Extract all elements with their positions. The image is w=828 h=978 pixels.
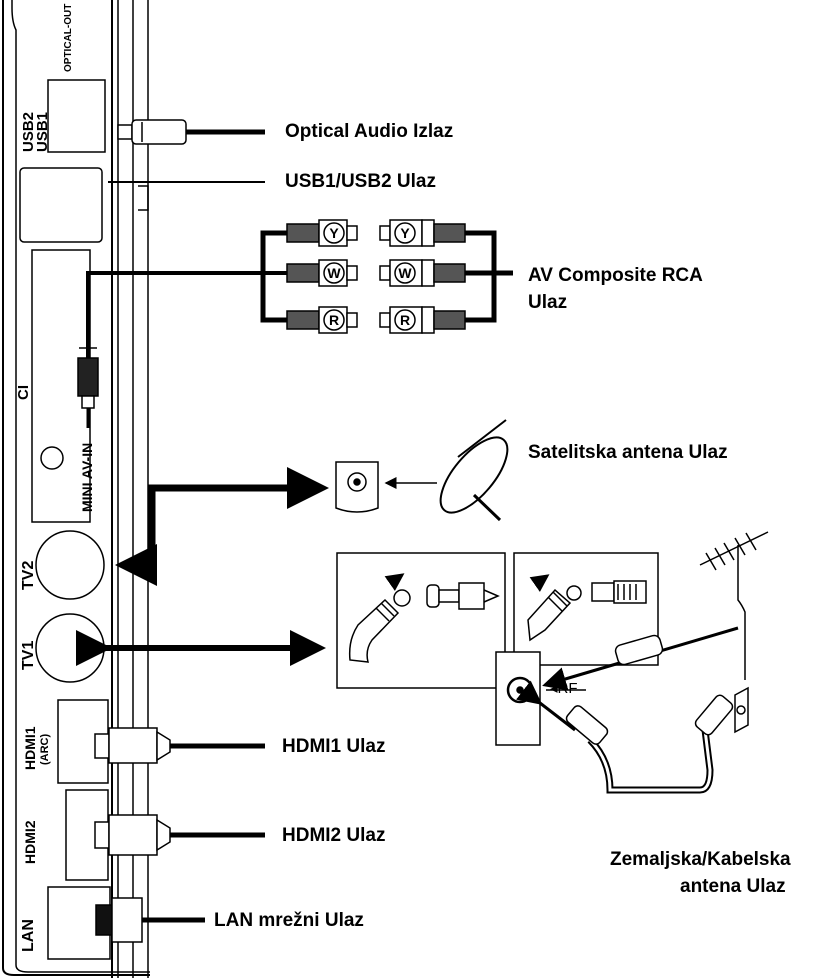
- rca-letter-w-left: W: [327, 265, 341, 281]
- rf-label: ◂RF: [550, 680, 578, 697]
- hdmi2-socket: [65, 789, 109, 881]
- av-composite-label-line2: Ulaz: [528, 292, 568, 313]
- hdmi1-plug: [94, 727, 265, 764]
- optical-out-port-label: OPTICAL-OUT: [63, 4, 74, 72]
- av-composite-label-line1: AV Composite RCA: [528, 265, 703, 286]
- hdmi2-port-label: HDMI2: [22, 820, 38, 864]
- satellite-wall-socket: [335, 461, 379, 513]
- rca-letter-badges: [323, 222, 416, 331]
- hdmi1-label: HDMI1 Ulaz: [282, 736, 386, 757]
- optical-cable: [117, 119, 265, 145]
- rf-wall-plate: [495, 651, 586, 746]
- rca-letter-w-right: W: [398, 265, 412, 281]
- usb1-port: [19, 167, 103, 243]
- hdmi2-label: HDMI2 Ulaz: [282, 825, 386, 846]
- usb1-port-label: USB1: [34, 112, 51, 152]
- terrestrial-label-line1: Zemaljska/Kabelska: [610, 849, 791, 870]
- usb2-port-label: USB2: [20, 112, 37, 152]
- terrestrial-label-line2: antena Ulaz: [680, 876, 786, 897]
- mini-av-in-port-label: MINI AV-IN: [79, 443, 95, 512]
- tv2-satellite-cable: [115, 467, 329, 586]
- ci-port-label: CI: [15, 385, 32, 400]
- usb-label: USB1/USB2 Ulaz: [285, 171, 436, 192]
- hdmi1-arc-label: (ARC): [39, 734, 51, 765]
- optical-audio-label: Optical Audio Izlaz: [285, 121, 454, 142]
- hdmi2-plug: [94, 814, 265, 856]
- device-back-panel: [2, 0, 150, 978]
- hdmi1-port-label: HDMI1: [22, 726, 38, 770]
- mini-av-plug: [77, 347, 99, 428]
- rca-letter-r-right: R: [400, 312, 410, 328]
- tv1-socket: [35, 613, 105, 683]
- tv1-port-label: TV1: [20, 641, 37, 670]
- rca-letter-y-right: Y: [400, 225, 410, 241]
- hdmi1-socket: [57, 699, 109, 784]
- tv2-port-label: TV2: [20, 561, 37, 590]
- rca-letter-y-left: Y: [329, 225, 339, 241]
- lan-port-label: LAN: [20, 919, 37, 952]
- rca-plugs: [286, 219, 466, 334]
- lan-plug: [95, 897, 205, 943]
- rca-letter-r-left: R: [329, 312, 339, 328]
- plug-illustration-left: [336, 552, 506, 689]
- aerial-wall-socket: [734, 686, 749, 734]
- roof-antenna-icon: [699, 531, 769, 680]
- tv2-socket: [35, 530, 105, 600]
- satellite-label: Satelitska antena Ulaz: [528, 442, 728, 463]
- usb2-port: [47, 79, 106, 153]
- lan-label: LAN mrežni Ulaz: [214, 910, 364, 931]
- satellite-dish-icon: [439, 419, 509, 522]
- mini-av-in-jack: [40, 446, 64, 470]
- antenna-cable: [542, 626, 739, 691]
- wall-to-rf-cable: [516, 680, 734, 794]
